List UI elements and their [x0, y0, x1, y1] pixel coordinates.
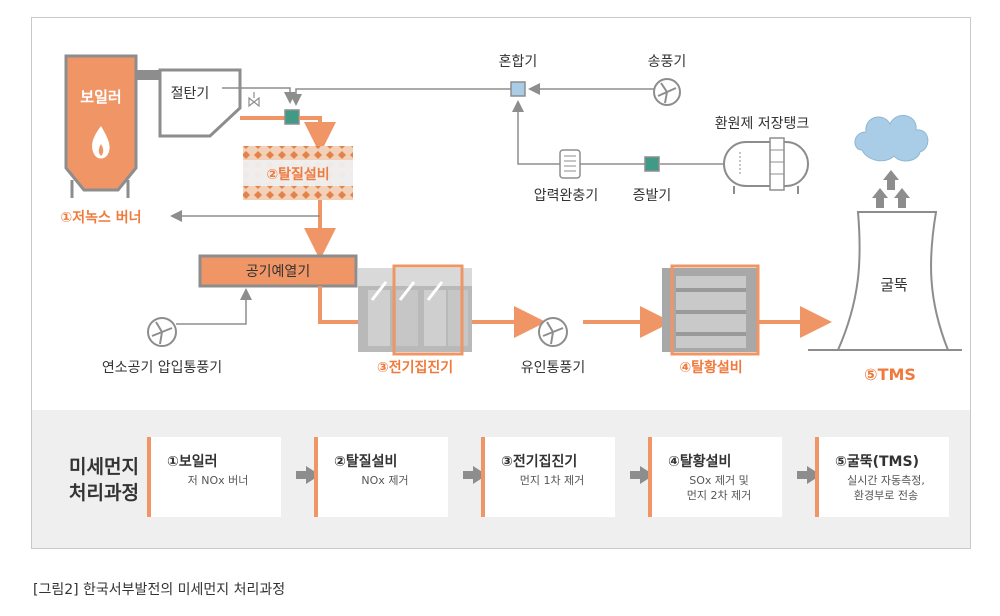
step-desc-line: 실시간 자동측정,: [847, 474, 925, 487]
figure-caption: [그림2] 한국서부발전의 미세먼지 처리과정: [33, 582, 286, 598]
mixer: [510, 81, 526, 97]
process-title: 미세먼지 처리과정: [54, 454, 154, 506]
step-title: ⑤굴뚝(TMS): [835, 454, 919, 470]
tms-label: ⑤TMS: [864, 365, 916, 384]
step-desc-line: SOx 제거 및: [689, 474, 749, 487]
step-title: ③전기집진기: [501, 454, 578, 470]
step-desc: 저 NOx 버너: [161, 473, 275, 488]
forced-draft-fan: 연소공기 압입통풍기: [102, 288, 252, 376]
flame-icon: [92, 126, 110, 159]
economizer-label: 절탄기: [171, 86, 210, 102]
step-title: ②탈질설비: [334, 454, 398, 470]
reductant-tank: [723, 137, 809, 194]
reductant-tank-label: 환원제 저장탱크: [715, 116, 810, 132]
step-title: ①보일러: [167, 454, 218, 470]
step-desc-line: 환경부로 전송: [853, 489, 919, 502]
process-title-line2: 처리과정: [69, 482, 139, 504]
process-step: ⑤굴뚝(TMS) 실시간 자동측정, 환경부로 전송: [815, 437, 949, 517]
up-arrow-icon: [883, 170, 899, 190]
process-step: ④탈황설비 SOx 제거 및 먼지 2차 제거: [648, 437, 782, 517]
step-desc-line: NOx 제거: [361, 474, 409, 487]
evaporator-label: 증발기: [633, 188, 672, 204]
step-desc-line: 저 NOx 버너: [187, 474, 249, 487]
step-desc: NOx 제거: [328, 473, 442, 488]
electrostatic-precipitator: ③전기집진기: [358, 264, 472, 376]
step-title: ④탈황설비: [668, 454, 732, 470]
process-step: ①보일러 저 NOx 버너: [147, 437, 281, 517]
desulfurization-unit: ④탈황설비: [662, 264, 760, 376]
low-nox-burner-label: ①저녹스 버너: [60, 209, 141, 226]
process-step: ②탈질설비 NOx 제거: [314, 437, 448, 517]
esp-label: ③전기집진기: [377, 359, 453, 376]
denitration-unit: ②탈질설비: [243, 146, 353, 200]
step-desc: SOx 제거 및 먼지 2차 제거: [662, 473, 776, 503]
process-title-line1: 미세먼지: [69, 456, 139, 478]
up-arrow-icon: [894, 188, 910, 208]
step-desc: 실시간 자동측정, 환경부로 전송: [829, 473, 943, 503]
up-arrow-icon: [872, 188, 888, 208]
pressure-buffer: [559, 149, 581, 179]
fgd-label: ④탈황설비: [679, 359, 742, 376]
step-desc-line: 먼지 1차 제거: [519, 474, 585, 487]
air-preheater: 공기예열기: [198, 254, 358, 288]
ammonia-injector: [284, 109, 300, 125]
stack-label: 굴뚝: [880, 276, 908, 294]
economizer: 절탄기: [158, 68, 242, 138]
mixer-label: 혼합기: [499, 54, 538, 70]
pressure-buffer-label: 압력완충기: [534, 188, 598, 204]
boiler: 보일러: [64, 54, 138, 198]
boiler-label: 보일러: [80, 88, 121, 106]
denitration-label: ②탈질설비: [266, 167, 329, 183]
process-summary: 미세먼지 처리과정 ①보일러 저 NOx 버너 ②탈질설비 NOx 제거 ③전기…: [32, 410, 970, 548]
air-preheater-label: 공기예열기: [246, 264, 310, 280]
process-step: ③전기집진기 먼지 1차 제거: [481, 437, 615, 517]
induced-draft-fan: 유인통풍기: [521, 317, 585, 376]
forced-draft-fan-label: 연소공기 압입통풍기: [102, 360, 222, 376]
stack: 굴뚝 ⑤TMS: [808, 115, 962, 384]
blower-label: 송풍기: [648, 54, 687, 70]
step-desc-line: 먼지 2차 제거: [686, 489, 752, 502]
reductant-system: 혼합기 송풍기 환원제 저장탱크 증발기 압력완충기: [290, 54, 810, 204]
smoke-cloud-icon: [854, 115, 929, 162]
valve-icon: [248, 96, 260, 108]
step-desc: 먼지 1차 제거: [495, 473, 609, 488]
induced-draft-fan-label: 유인통풍기: [521, 360, 585, 376]
evaporator: [644, 156, 660, 172]
